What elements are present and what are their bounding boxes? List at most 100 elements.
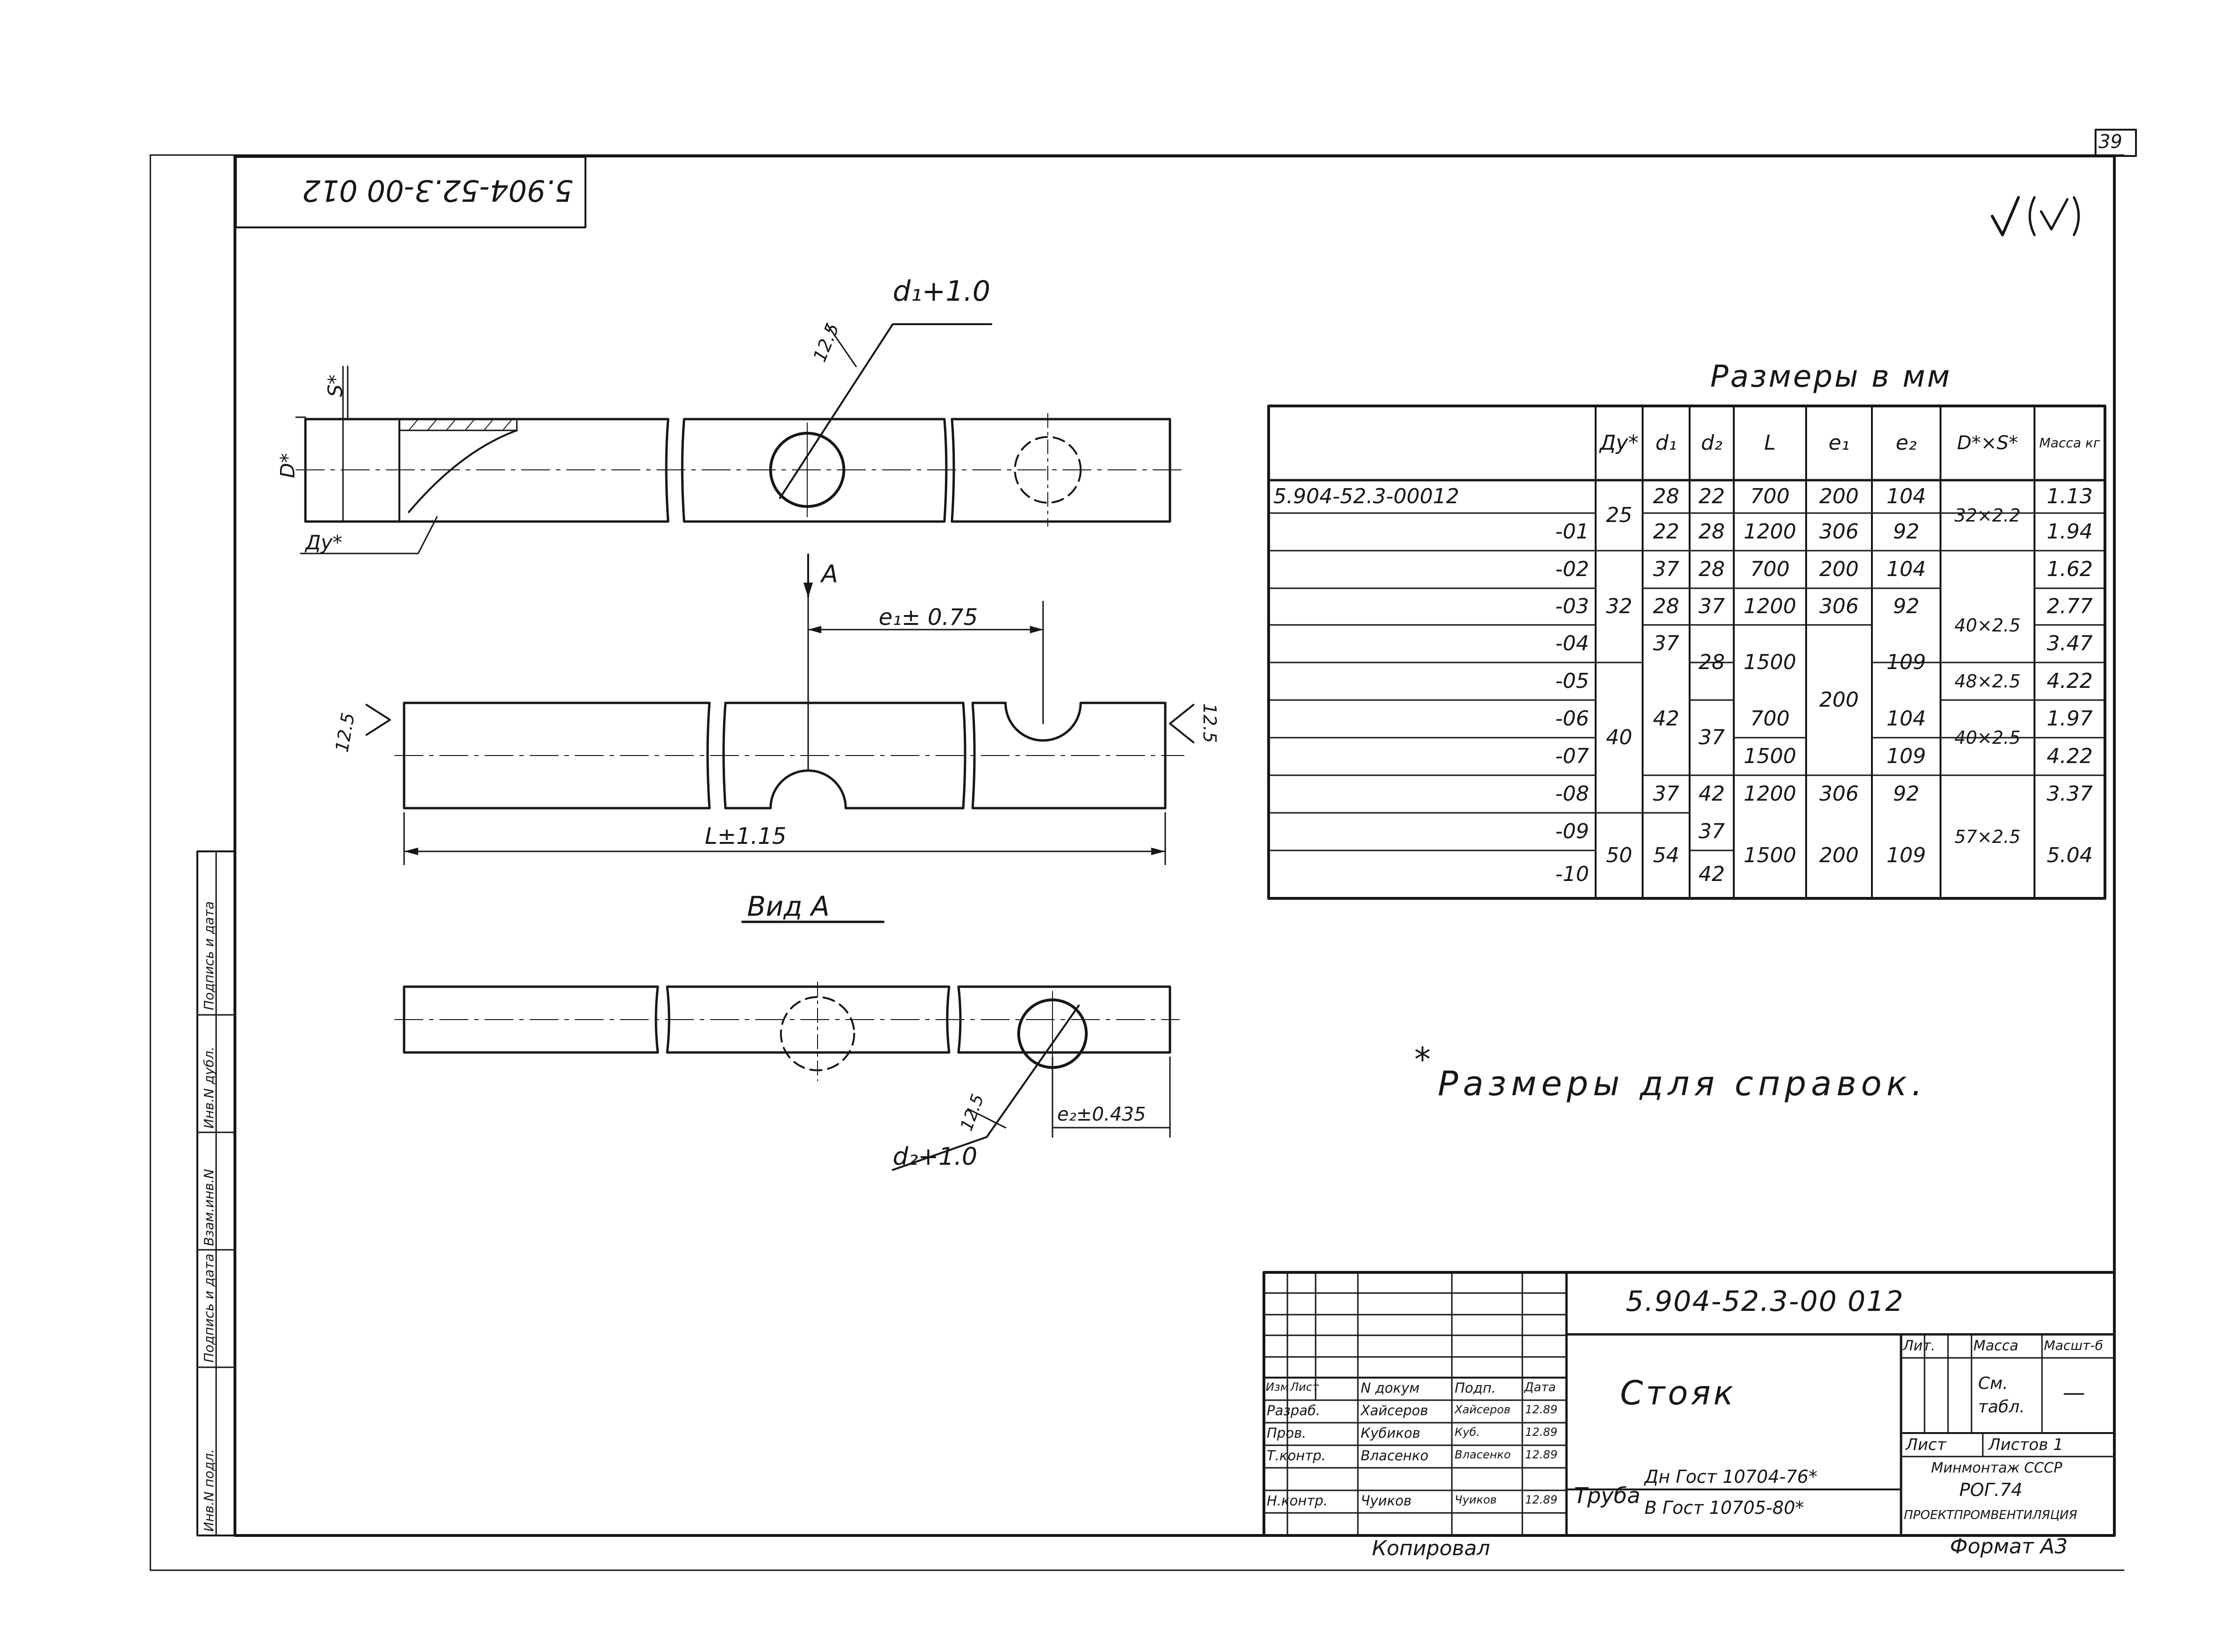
d2-cell: 37 xyxy=(1699,819,1725,843)
designation-row: -09 xyxy=(1555,819,1589,843)
d1-cell: 28 xyxy=(1653,594,1679,618)
l-cell: 700 xyxy=(1750,707,1790,731)
d1-cell: 54 xyxy=(1653,843,1679,867)
col-header-list: Лист xyxy=(1290,1380,1319,1394)
col-header-izm: Изм xyxy=(1266,1380,1289,1394)
material-prefix: Труба xyxy=(1574,1483,1641,1508)
designation-row: -03 xyxy=(1555,594,1589,618)
mass-value: См. табл. xyxy=(1978,1374,2025,1417)
view-a-label: Вид А xyxy=(747,890,830,922)
mass-cell: 2.77 xyxy=(2047,594,2093,618)
l-cell: 700 xyxy=(1750,557,1790,581)
part-name: Стояк xyxy=(1620,1374,1736,1412)
e1-cell: 200 xyxy=(1819,843,1859,867)
d1-cell: 37 xyxy=(1653,631,1679,655)
front-view xyxy=(366,553,1194,865)
org-line-1: Минмонтаж СССР xyxy=(1931,1460,2062,1476)
reference-note: Размеры для справок. xyxy=(1438,1064,1927,1103)
e2-cell: 109 xyxy=(1886,744,1926,768)
l-cell: 1500 xyxy=(1744,650,1796,674)
role-signature: Чуиков xyxy=(1455,1493,1497,1506)
e2-cell: 109 xyxy=(1886,650,1926,674)
designation-row: 5.904-52.3-00012 xyxy=(1273,484,1459,508)
l-cell: 1500 xyxy=(1744,744,1796,768)
mass-cell: 5.04 xyxy=(2047,843,2093,867)
e2-cell: 104 xyxy=(1886,557,1926,581)
col-header-doc: N докум xyxy=(1361,1380,1420,1396)
e2-cell: 92 xyxy=(1893,782,1919,806)
d1-cell: 37 xyxy=(1653,557,1679,581)
dxs-cell: 32×2.2 xyxy=(1954,505,2021,526)
role-date: 12.89 xyxy=(1525,1448,1558,1461)
d1-tolerance-label: d₁+1.0 xyxy=(893,275,990,308)
mirrored-designation: 5.904-52.3-00 012 xyxy=(302,173,573,208)
designation-row: -08 xyxy=(1555,782,1589,806)
title-designation: 5.904-52.3-00 012 xyxy=(1626,1285,1904,1318)
roughness-label-right: 12.5 xyxy=(1199,703,1220,743)
role-signature: Хайсеров xyxy=(1455,1403,1511,1416)
d1-cell: 22 xyxy=(1653,520,1679,544)
header-e2: e₂ xyxy=(1895,431,1917,455)
title-block-grid xyxy=(1263,1271,2116,1537)
dxs-cell: 40×2.5 xyxy=(1954,615,2021,636)
header-e1: e₁ xyxy=(1828,431,1850,455)
side-strip-label: Инв.N дубл. xyxy=(201,1046,217,1129)
mass-cell: 1.62 xyxy=(2047,557,2093,581)
d2-cell: 28 xyxy=(1699,650,1725,674)
mass-cell: 1.13 xyxy=(2047,484,2093,508)
mass-cell: 1.94 xyxy=(2047,520,2093,544)
l-cell: 1200 xyxy=(1744,520,1796,544)
designation-row: -04 xyxy=(1555,631,1589,655)
l-cell: 1200 xyxy=(1744,594,1796,618)
section-letter-a: А xyxy=(821,560,838,588)
side-strip-label: Взам.инв.N xyxy=(201,1169,217,1246)
header-d1: d₁ xyxy=(1655,431,1677,455)
role-name: Власенко xyxy=(1361,1448,1429,1464)
e1-tolerance-label: e₁± 0.75 xyxy=(879,604,978,631)
designation-row: -10 xyxy=(1555,862,1589,886)
note-asterisk: * xyxy=(1414,1040,1431,1079)
size-table-grid xyxy=(1267,405,2106,900)
dy-cell: 50 xyxy=(1606,843,1632,867)
side-strip-label: Подпись и дата xyxy=(201,901,217,1010)
d2-cell: 22 xyxy=(1699,484,1725,508)
sheets-count-label: Листов 1 xyxy=(1988,1435,2064,1454)
e2-cell: 104 xyxy=(1886,707,1926,731)
e1-cell: 306 xyxy=(1819,782,1859,806)
lit-label: Лит. xyxy=(1903,1338,1936,1354)
role-signature: Власенко xyxy=(1455,1448,1511,1461)
material-spec-b: В Гост 10705-80* xyxy=(1644,1497,1804,1518)
view-a xyxy=(394,920,1180,1171)
e1-cell: 306 xyxy=(1819,594,1859,618)
designation-row: -06 xyxy=(1555,707,1589,731)
d1-cell: 28 xyxy=(1653,484,1679,508)
d2-cell: 42 xyxy=(1699,782,1725,806)
role-name: Чуиков xyxy=(1361,1493,1412,1509)
e1-cell: 200 xyxy=(1819,484,1859,508)
mass-cell: 4.22 xyxy=(2047,669,2093,693)
d2-cell: 37 xyxy=(1699,725,1725,749)
sheet-frame xyxy=(149,129,2137,1571)
dy-cell: 25 xyxy=(1606,503,1632,527)
d2-cell: 42 xyxy=(1699,862,1725,886)
dy-star-label: Ду* xyxy=(305,531,343,554)
designation-row: -07 xyxy=(1555,744,1589,768)
mass-cell: 1.97 xyxy=(2047,707,2093,731)
role-label: Разраб. xyxy=(1267,1403,1320,1418)
s-star-label: S* xyxy=(323,374,347,397)
e1-cell: 200 xyxy=(1819,688,1859,712)
scale-label: Масшт-б xyxy=(2044,1338,2104,1353)
l-tolerance-label: L±1.15 xyxy=(705,823,787,849)
header-dxs: D*×S* xyxy=(1957,432,2018,454)
sheet-number: 39 xyxy=(2098,131,2122,153)
d1-cell: 37 xyxy=(1653,782,1679,806)
mass-cell: 4.22 xyxy=(2047,744,2093,768)
role-name: Кубиков xyxy=(1361,1425,1420,1441)
header-mass: Масса кг xyxy=(2039,435,2100,451)
l-cell: 700 xyxy=(1750,484,1790,508)
side-strip xyxy=(196,850,236,1536)
e2-cell: 104 xyxy=(1886,484,1926,508)
d-star-label: D* xyxy=(276,453,299,478)
role-date: 12.89 xyxy=(1525,1493,1558,1506)
